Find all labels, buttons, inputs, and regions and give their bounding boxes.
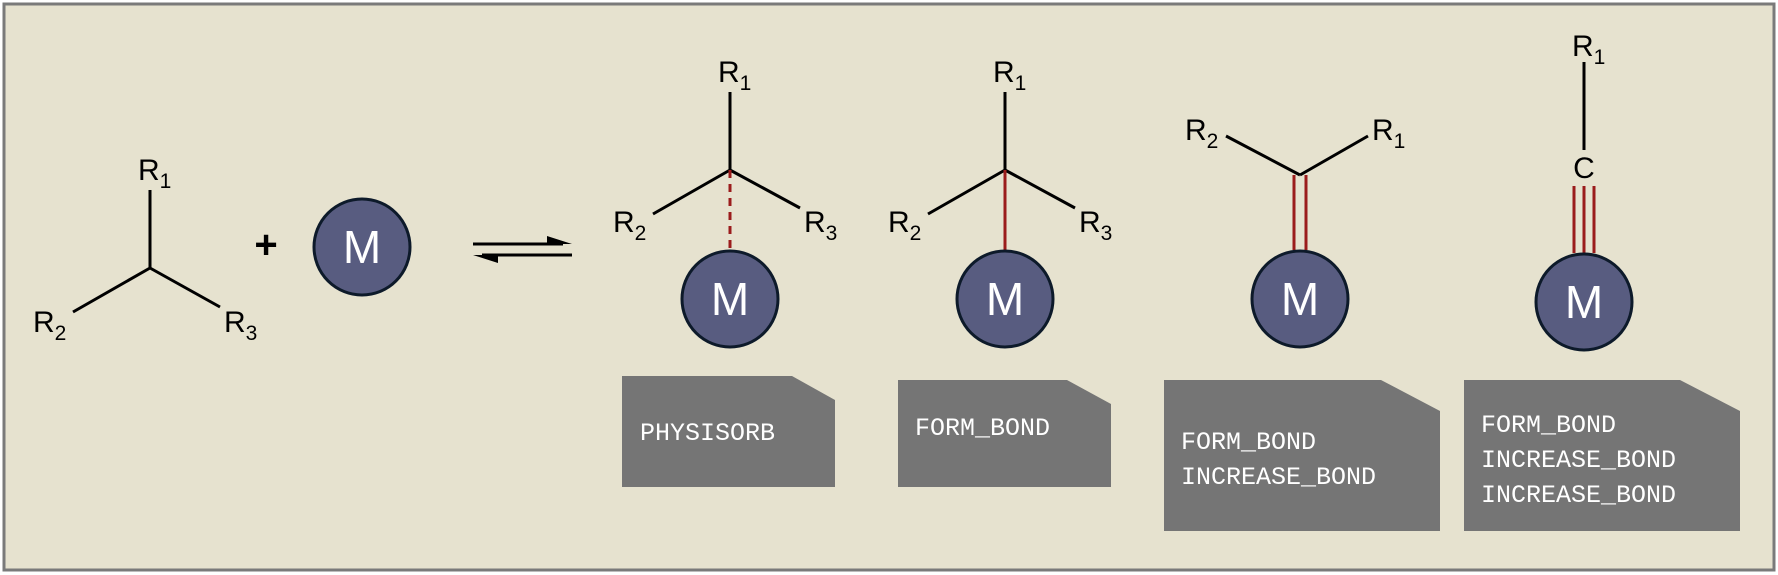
product-triple-bond: R1 C M FORM_BOND INCREASE_BOND INCREASE_… bbox=[1464, 30, 1740, 531]
reactant-r1-label: R1 bbox=[138, 154, 171, 193]
p3-metal-label: M bbox=[1281, 273, 1319, 325]
p2-r3-label: R3 bbox=[1079, 206, 1112, 245]
reactant-r2-label: R2 bbox=[33, 306, 66, 345]
p4-action-1: FORM_BOND bbox=[1481, 411, 1616, 440]
metal-label: M bbox=[343, 221, 381, 273]
p2-metal-atom-icon bbox=[955, 249, 1055, 349]
p4-action-2: INCREASE_BOND bbox=[1481, 446, 1676, 475]
p2-r2-label: R2 bbox=[888, 206, 921, 245]
reactant-molecule: R1 R2 R3 bbox=[33, 154, 257, 345]
product-double-bond: R2 R1 M FORM_BOND INCREASE_BOND bbox=[1164, 114, 1440, 531]
p3-r1-label: R1 bbox=[1372, 114, 1405, 153]
reactant-r3-label: R3 bbox=[224, 306, 257, 345]
p3-action-tag bbox=[1164, 380, 1440, 531]
p2-metal-label: M bbox=[986, 273, 1024, 325]
reactant-metal: M bbox=[312, 197, 412, 297]
p3-action-2: INCREASE_BOND bbox=[1181, 463, 1376, 492]
p2-bond-r3 bbox=[1004, 168, 1076, 210]
p2-r1-label: R1 bbox=[993, 56, 1026, 95]
p3-metal-atom-icon bbox=[1250, 249, 1350, 349]
p4-carbon-label: C bbox=[1573, 152, 1595, 185]
p2-action-tag bbox=[898, 380, 1111, 487]
p1-action-1: PHYSISORB bbox=[640, 419, 775, 448]
p2-action-1: FORM_BOND bbox=[915, 414, 1050, 443]
p4-r1-label: R1 bbox=[1572, 30, 1605, 69]
p4-action-tag bbox=[1464, 380, 1740, 531]
p1-r2-label: R2 bbox=[613, 206, 646, 245]
p1-r3-label: R3 bbox=[804, 206, 837, 245]
p4-action-3: INCREASE_BOND bbox=[1481, 481, 1676, 510]
p2-bond-r2 bbox=[927, 168, 1006, 216]
p3-r2-label: R2 bbox=[1185, 114, 1218, 153]
p4-metal-label: M bbox=[1565, 276, 1603, 328]
p1-metal-label: M bbox=[711, 273, 749, 325]
p4-metal-atom-icon bbox=[1534, 252, 1634, 352]
product-single-bond: R1 R2 R3 M FORM_BOND bbox=[888, 56, 1112, 487]
product-physisorbed: R1 R2 R3 M PHYSISORB bbox=[613, 56, 837, 487]
p1-r1-label: R1 bbox=[718, 56, 751, 95]
p1-metal-atom-icon bbox=[680, 249, 780, 349]
p3-bond-r1 bbox=[1299, 134, 1369, 177]
p1-bond-r3 bbox=[729, 168, 801, 210]
reactant-bond-r2 bbox=[72, 266, 151, 314]
p3-action-1: FORM_BOND bbox=[1181, 428, 1316, 457]
plus-sign: + bbox=[254, 223, 277, 267]
metal-atom-icon bbox=[312, 197, 412, 297]
p3-bond-r2 bbox=[1225, 134, 1301, 177]
p1-bond-r2 bbox=[652, 168, 731, 216]
equilibrium-arrow-icon bbox=[473, 236, 572, 263]
reactant-bond-r3 bbox=[149, 266, 221, 309]
p1-action-tag bbox=[622, 376, 835, 487]
